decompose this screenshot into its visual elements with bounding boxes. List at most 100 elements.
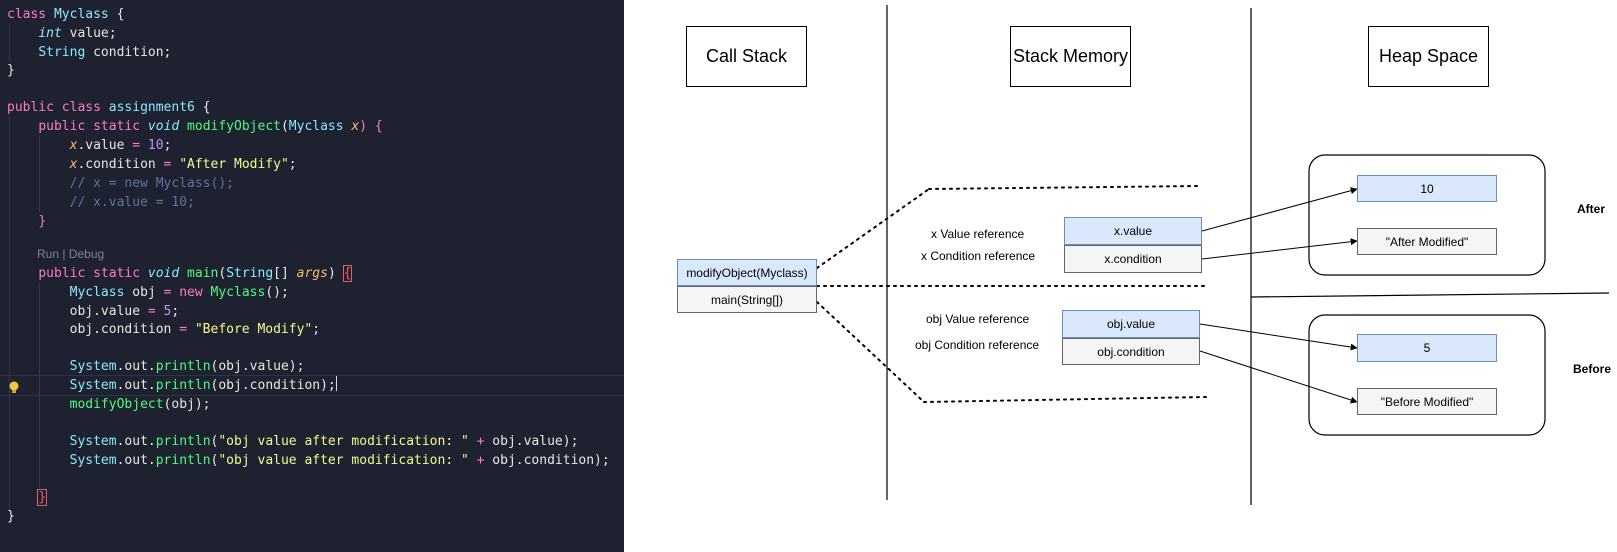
code-line: x.value = 10; (7, 136, 172, 155)
code-token: . (147, 453, 156, 468)
code-token: ; (171, 304, 180, 319)
code-token: .value (77, 138, 133, 153)
code-token: ) { (359, 119, 383, 134)
code-token: } (38, 214, 47, 229)
code-line: Myclass obj = new Myclass(); (7, 283, 289, 302)
indent-guide (9, 117, 10, 512)
code-token: obj.condition); (492, 453, 610, 468)
code-line: // x = new Myclass(); (7, 174, 234, 193)
header-heap-space: Heap Space (1368, 26, 1489, 87)
code-line: int value; (7, 24, 117, 43)
code-line: System.out.println(obj.condition); (7, 376, 337, 395)
code-token: { (108, 7, 125, 22)
code-token (7, 138, 70, 153)
code-token: ; (163, 138, 172, 153)
code-token (7, 266, 38, 281)
code-token: System (69, 378, 117, 393)
arrow-x-condition (1201, 238, 1358, 260)
code-token: out (124, 359, 148, 374)
code-line: public static void modifyObject(Myclass … (7, 117, 383, 136)
code-token (7, 359, 70, 374)
code-token: class (7, 7, 54, 22)
code-token: println (155, 359, 211, 374)
label-before: Before (1573, 362, 1612, 376)
code-token: 10 (147, 138, 164, 153)
code-token (7, 119, 38, 134)
memory-diagram: Call Stack Stack Memory Heap Space modif… (624, 0, 1617, 552)
heap-before-value: 5 (1357, 334, 1497, 362)
code-token (7, 378, 70, 393)
arrow-obj-condition (1199, 350, 1358, 404)
dotted-frame-top (816, 188, 930, 269)
code-token (7, 45, 38, 60)
code-token: System (69, 453, 117, 468)
cell-x-value: x.value (1064, 217, 1202, 245)
code-token: modifyObject (187, 119, 281, 134)
code-token: "Before Modify" (194, 322, 313, 337)
code-token: int (38, 26, 62, 41)
code-token: obj.value); (492, 434, 579, 449)
code-line: class Myclass { (7, 5, 124, 24)
code-line: String condition; (7, 43, 171, 62)
frame-modifyobject: modifyObject(Myclass) (677, 259, 817, 286)
code-token: ; (288, 157, 297, 172)
code-token: obj.condition (7, 322, 180, 337)
code-token: (obj); (163, 397, 211, 412)
code-token (7, 214, 38, 229)
code-token: args (296, 266, 328, 281)
code-token: System (69, 434, 117, 449)
code-token: = (132, 138, 148, 153)
indent-guide (9, 24, 10, 62)
code-token: main (187, 266, 219, 281)
code-token: out (124, 434, 148, 449)
code-token: public (7, 100, 62, 115)
code-token: } (7, 509, 15, 524)
lightbulb-icon[interactable] (9, 381, 19, 395)
dotted-frame-top-horizontal (928, 185, 1200, 190)
label-obj-value-reference: obj Value reference (926, 312, 1030, 326)
code-line: public class assignment6 { (7, 98, 211, 117)
code-token: out (124, 453, 148, 468)
code-token (7, 434, 70, 449)
codelens-run-debug[interactable]: Run | Debug (37, 247, 105, 261)
code-token (7, 397, 70, 412)
divider-after-before (1250, 292, 1610, 298)
code-token: { (342, 265, 353, 282)
code-token: . (147, 359, 156, 374)
code-editor[interactable]: Run | Debug class Myclass { int value; S… (0, 0, 624, 552)
code-token: class (61, 100, 109, 115)
code-line: x.condition = "After Modify"; (7, 155, 297, 174)
code-token: "After Modify" (179, 157, 289, 172)
code-token: Myclass (210, 285, 266, 300)
heap-after-container (1308, 154, 1546, 276)
heap-before-condition: "Before Modified" (1357, 388, 1497, 415)
code-token: "obj value after modification: " (218, 453, 477, 468)
code-token: String (38, 45, 86, 60)
code-token: . (116, 453, 125, 468)
header-stack-memory: Stack Memory (1010, 26, 1131, 87)
code-token: ; (312, 322, 321, 337)
current-line-highlight (0, 375, 624, 396)
code-token: ( (210, 453, 219, 468)
code-token: 5 (163, 304, 172, 319)
code-token: . (116, 434, 125, 449)
code-token: value; (61, 26, 117, 41)
code-token (7, 285, 70, 300)
code-token: x (351, 119, 360, 134)
code-token: public (38, 119, 94, 134)
code-token: public (38, 266, 94, 281)
arrow-x-value (1201, 187, 1358, 232)
code-token: "obj value after modification: " (218, 434, 477, 449)
code-token: Myclass (69, 285, 133, 300)
code-token: + (476, 434, 493, 449)
label-obj-condition-reference: obj Condition reference (915, 338, 1040, 352)
code-token: ( (218, 266, 227, 281)
heap-after-condition: "After Modified" (1357, 228, 1497, 255)
code-token: ) (327, 266, 344, 281)
code-token: System (69, 359, 117, 374)
cell-obj-condition: obj.condition (1062, 338, 1200, 365)
cell-obj-value: obj.value (1062, 310, 1200, 338)
code-token: modifyObject (69, 397, 164, 412)
code-line: System.out.println(obj.value); (7, 357, 305, 376)
code-line: } (7, 61, 15, 80)
